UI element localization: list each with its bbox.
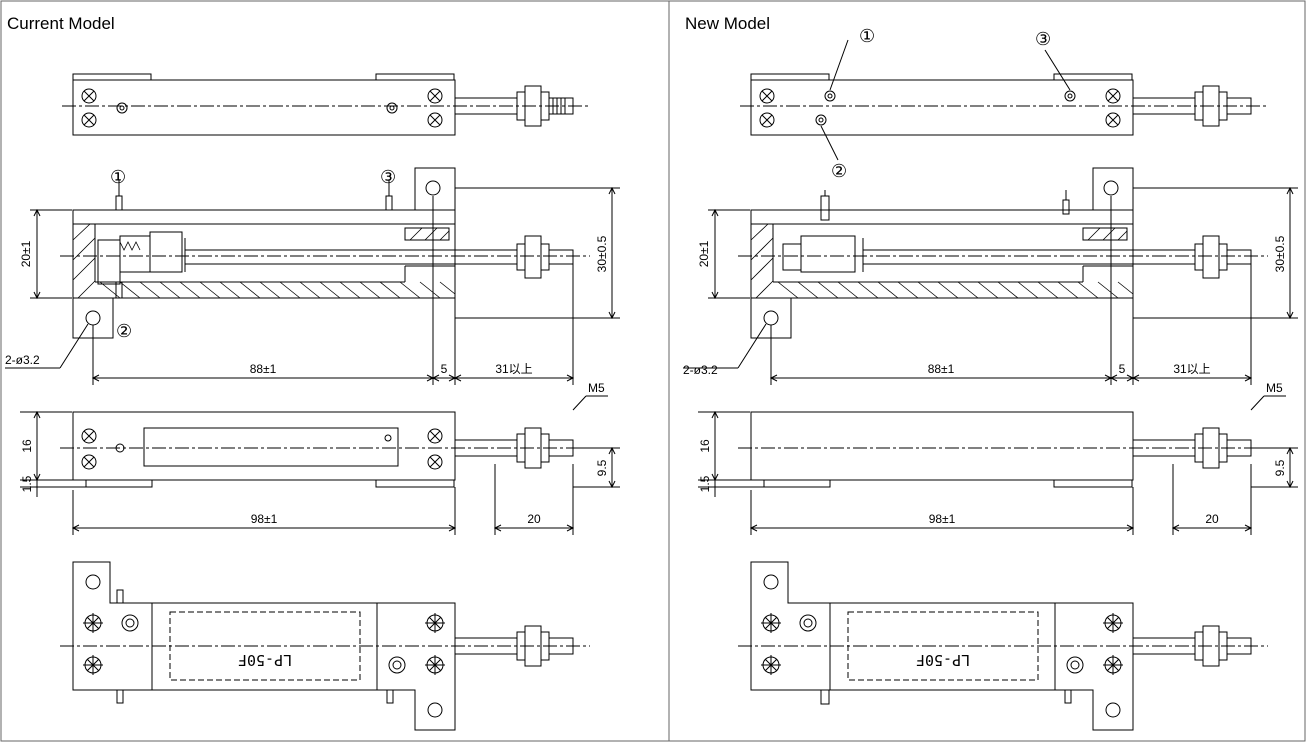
dim-height-mount: 30±0.5 [595,235,609,272]
marker-2: ② [831,161,847,182]
dim-stroke: 31以上 [1173,362,1210,376]
dim-height-side: 16 [20,439,34,453]
dim-height-top: 20±1 [19,240,33,267]
side-dimensions [20,410,620,535]
top-view [62,73,590,136]
section-view [60,167,590,339]
marker-1: ① [110,167,126,188]
dim-rod-height: 9.5 [595,459,609,476]
section-view [683,167,1298,385]
side-view [698,395,1298,535]
dim-length-main: 88±1 [250,362,277,376]
top-view [740,73,1268,136]
dim-height-mount: 30±0.5 [1273,235,1287,272]
new-model-drawing [683,73,1298,731]
bottom-view [60,561,590,731]
label-plate-text: LP-50F [916,651,970,669]
dim-rod-length: 20 [1205,512,1219,526]
dim-length-body: 98±1 [929,512,956,526]
marker-2: ② [116,321,132,342]
dim-length-main: 88±1 [928,362,955,376]
dim-rod-height: 9.5 [1273,459,1287,476]
dim-hole: 2-ø3.2 [5,353,40,367]
bottom-view [738,561,1268,731]
marker-1: ① [859,26,875,47]
label-plate-text: LP-50F [238,651,292,669]
dim-offset: 1.5 [20,475,34,492]
dim-height-side: 16 [698,439,712,453]
section-dimensions [5,186,620,385]
dim-rod-length: 20 [527,512,541,526]
dim-height-top: 20±1 [697,240,711,267]
dim-offset: 1.5 [698,475,712,492]
top-view-screws [81,88,443,128]
dim-hole: 2-ø3.2 [683,363,718,377]
dim-length-body: 98±1 [251,512,278,526]
marker-3: ③ [1035,29,1051,50]
new-model-title: New Model [685,14,771,33]
side-view [20,395,608,488]
dim-thread: M5 [1266,381,1283,395]
current-model-title: Current Model [7,14,115,33]
marker-3: ③ [380,167,396,188]
current-model-drawing [5,73,620,731]
dim-gap: 5 [441,362,448,376]
dim-stroke: 31以上 [495,362,532,376]
dim-gap: 5 [1119,362,1126,376]
dim-thread: M5 [588,381,605,395]
